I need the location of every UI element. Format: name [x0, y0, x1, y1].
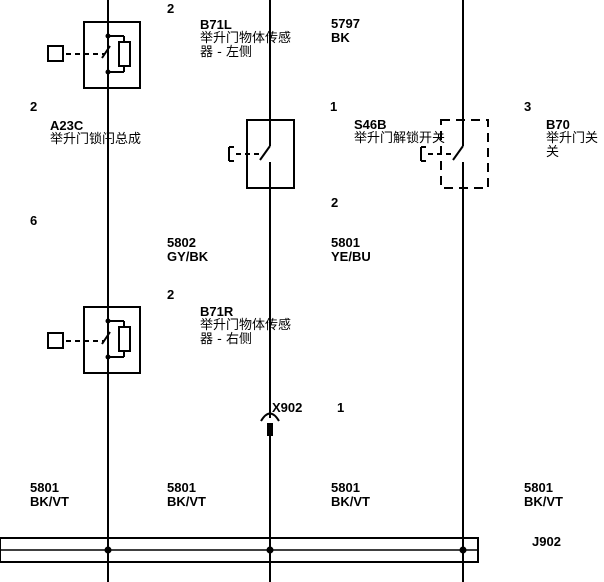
sensor-b71l-symbol: [47, 21, 141, 89]
ground-wire-4-circuit: 5801: [524, 480, 553, 495]
b70-pin: 3: [524, 99, 532, 114]
a23c-code: A23C: [50, 118, 84, 133]
a23c-pin-top: 2: [30, 99, 38, 114]
b71l-code: B71L: [200, 17, 232, 32]
b71r-code: B71R: [200, 304, 234, 319]
splice-dot: [266, 546, 274, 554]
connector-x902-symbol: [260, 412, 280, 436]
ground-wire-3-circuit: 5801: [331, 480, 360, 495]
ground-wire-1-circuit: 5801: [30, 480, 59, 495]
switch-b70-symbol: [420, 119, 489, 189]
b71r-pin: 2: [167, 287, 175, 302]
b71r-name: 举升门物体传感器 - 右侧: [200, 318, 292, 347]
ground-wire-1-color: BK/VT: [30, 494, 69, 509]
wire-5801-circuit: 5801: [331, 235, 360, 250]
wire-5797-circuit: 5797: [331, 16, 360, 31]
b70-code: B70: [546, 117, 570, 132]
s46b-pin-bottom: 2: [331, 195, 339, 210]
ground-wire-3-color: BK/VT: [331, 494, 370, 509]
splice-j902-code: J902: [532, 534, 561, 549]
b71l-pin: 2: [167, 1, 175, 16]
wire-5802-color: GY/BK: [167, 249, 209, 264]
sensor-b71r-symbol: [47, 306, 141, 374]
s46b-code: S46B: [354, 117, 387, 132]
wire-5801-color: YE/BU: [331, 249, 371, 264]
x902-pin: 1: [337, 400, 345, 415]
switch-s46b-symbol: [228, 119, 295, 189]
splice-dot: [104, 546, 112, 554]
s46b-pin-top: 1: [330, 99, 338, 114]
a23c-pin-bottom: 6: [30, 213, 38, 228]
splice-dot: [459, 546, 467, 554]
a23c-name: 举升门锁闩总成: [50, 132, 142, 147]
s46b-name: 举升门解锁开关: [354, 131, 446, 146]
ground-wire-2-circuit: 5801: [167, 480, 196, 495]
wire-5802-circuit: 5802: [167, 235, 196, 250]
wire-5797-color: BK: [331, 30, 350, 45]
b70-name: 举升门关关: [546, 131, 599, 160]
ground-wire-2-color: BK/VT: [167, 494, 206, 509]
ground-wire-4-color: BK/VT: [524, 494, 563, 509]
b71l-name: 举升门物体传感器 - 左侧: [200, 31, 292, 60]
x902-code: X902: [272, 400, 303, 415]
